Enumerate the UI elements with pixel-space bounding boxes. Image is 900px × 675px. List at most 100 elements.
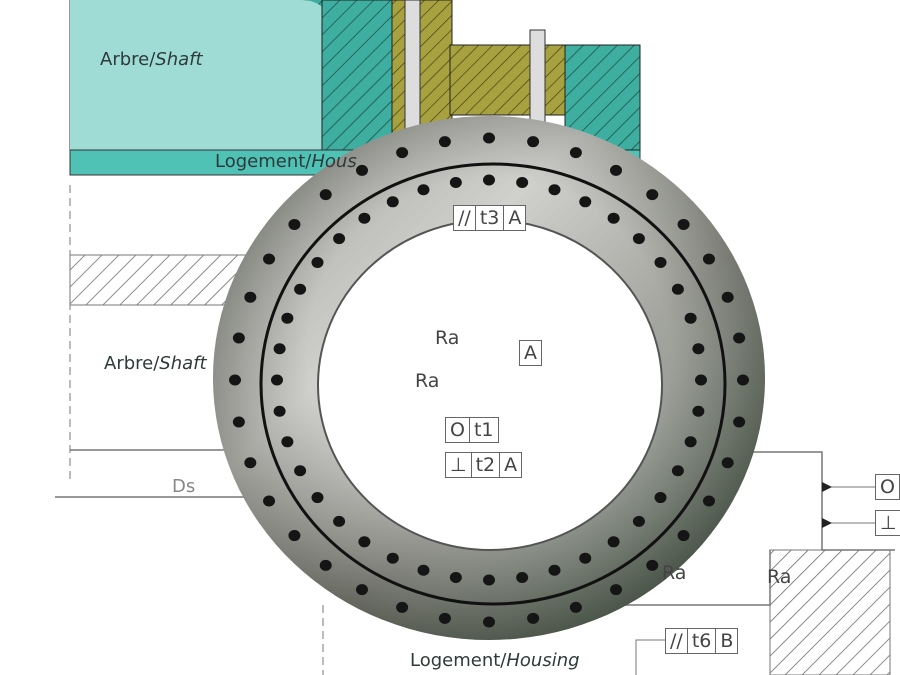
- shaft-label-top: Arbre/Shaft: [100, 49, 203, 70]
- bolt-hole: [232, 416, 245, 428]
- bolt-hole: [483, 132, 495, 144]
- bolt-hole: [569, 601, 582, 613]
- ds-dimension: Ds: [172, 476, 196, 497]
- bolt-hole: [569, 147, 582, 159]
- roughness-ra-1: Ra: [435, 327, 460, 349]
- bolt-hole: [483, 616, 495, 628]
- bolt-hole: [386, 552, 399, 564]
- bolt-hole: [244, 457, 257, 469]
- datum-a-frame: A: [519, 340, 542, 366]
- bolt-hole: [654, 256, 667, 268]
- label-text: Logement/: [215, 151, 312, 172]
- bolt-hole: [358, 212, 371, 224]
- bolt-hole: [671, 283, 684, 295]
- bolt-hole: [737, 374, 749, 386]
- tolerance-frame-right-o: O: [875, 474, 900, 500]
- bolt-hole: [702, 495, 715, 507]
- bolt-hole: [733, 416, 746, 428]
- bolt-hole: [449, 176, 462, 188]
- housing-label-top: Logement/Hous: [215, 151, 357, 172]
- bolt-hole: [684, 312, 697, 324]
- value: t3: [476, 206, 505, 230]
- label-text: Logement/: [410, 650, 507, 671]
- bolt-hole: [417, 564, 430, 576]
- roughness-ra-4: Ra: [767, 566, 792, 588]
- bolt-hole: [548, 564, 561, 576]
- bolt-hole: [438, 612, 451, 624]
- bolt-hole: [579, 552, 592, 564]
- bolt-hole: [356, 164, 368, 176]
- bolt-hole: [263, 253, 276, 265]
- bolt-hole: [319, 189, 332, 201]
- bolt-hole: [273, 405, 286, 417]
- bolt-hole: [244, 291, 257, 303]
- label-italic: Hous: [311, 151, 357, 172]
- roughness-ra-2: Ra: [415, 370, 440, 392]
- tolerance-frame-right-perp: ⊥: [875, 510, 900, 536]
- bolt-hole: [273, 343, 286, 355]
- bolt-hole: [632, 515, 645, 527]
- symbol: ⊥: [446, 453, 472, 477]
- bolt-hole: [646, 189, 659, 201]
- bolt-hole: [516, 176, 529, 188]
- bolt-hole: [654, 492, 667, 504]
- bolt-hole: [358, 536, 371, 548]
- symbol: //: [454, 206, 476, 230]
- symbol: O: [880, 476, 895, 498]
- bolt-hole: [721, 291, 734, 303]
- bolt-hole: [311, 256, 324, 268]
- symbol: //: [666, 629, 688, 653]
- bolt-hole: [548, 184, 561, 196]
- bolt-hole: [311, 492, 324, 504]
- bolt-hole: [677, 530, 690, 542]
- bolt-hole: [527, 136, 540, 148]
- roughness-ra-3: Ra: [662, 562, 687, 584]
- bolt-hole: [281, 312, 294, 324]
- bolt-hole: [632, 233, 645, 245]
- bolt-hole: [396, 147, 409, 159]
- bolt-hole: [396, 601, 409, 613]
- bolt-hole: [356, 584, 368, 596]
- datum: B: [720, 630, 734, 652]
- bolt-hole: [527, 612, 540, 624]
- symbol: O: [446, 418, 470, 442]
- bolt-hole: [333, 233, 346, 245]
- bolt-hole: [449, 572, 462, 584]
- value: t2: [472, 453, 501, 477]
- value: t6: [688, 629, 717, 653]
- symbol: ⊥: [880, 512, 897, 534]
- shaft-label-mid: Arbre/Shaft: [104, 353, 207, 374]
- bolt-hole: [692, 343, 705, 355]
- bolt-hole: [721, 457, 734, 469]
- bolt-hole: [294, 283, 307, 295]
- bolt-hole: [333, 515, 346, 527]
- bolt-hole: [483, 174, 495, 186]
- bolt-hole: [677, 218, 690, 230]
- label-italic: Housing: [506, 650, 580, 671]
- datum: A: [504, 454, 518, 476]
- bolt-hole: [684, 436, 697, 448]
- bolt-hole: [319, 559, 332, 571]
- bolt-hole: [229, 374, 241, 386]
- bolt-hole: [438, 136, 451, 148]
- housing-label-bottom: Logement/Housing: [410, 650, 580, 671]
- bolt-hole: [702, 253, 715, 265]
- label-italic: Shaft: [155, 49, 203, 70]
- bolt-hole: [579, 196, 592, 208]
- bolt-hole: [288, 530, 301, 542]
- bolt-hole: [671, 465, 684, 477]
- bolt-hole: [386, 196, 399, 208]
- datum: A: [508, 207, 522, 229]
- bolt-hole: [610, 164, 622, 176]
- bolt-hole: [281, 436, 294, 448]
- bolt-hole: [607, 212, 620, 224]
- label-text: Arbre/: [100, 49, 156, 70]
- bolt-hole: [483, 574, 495, 586]
- bolt-hole: [646, 559, 659, 571]
